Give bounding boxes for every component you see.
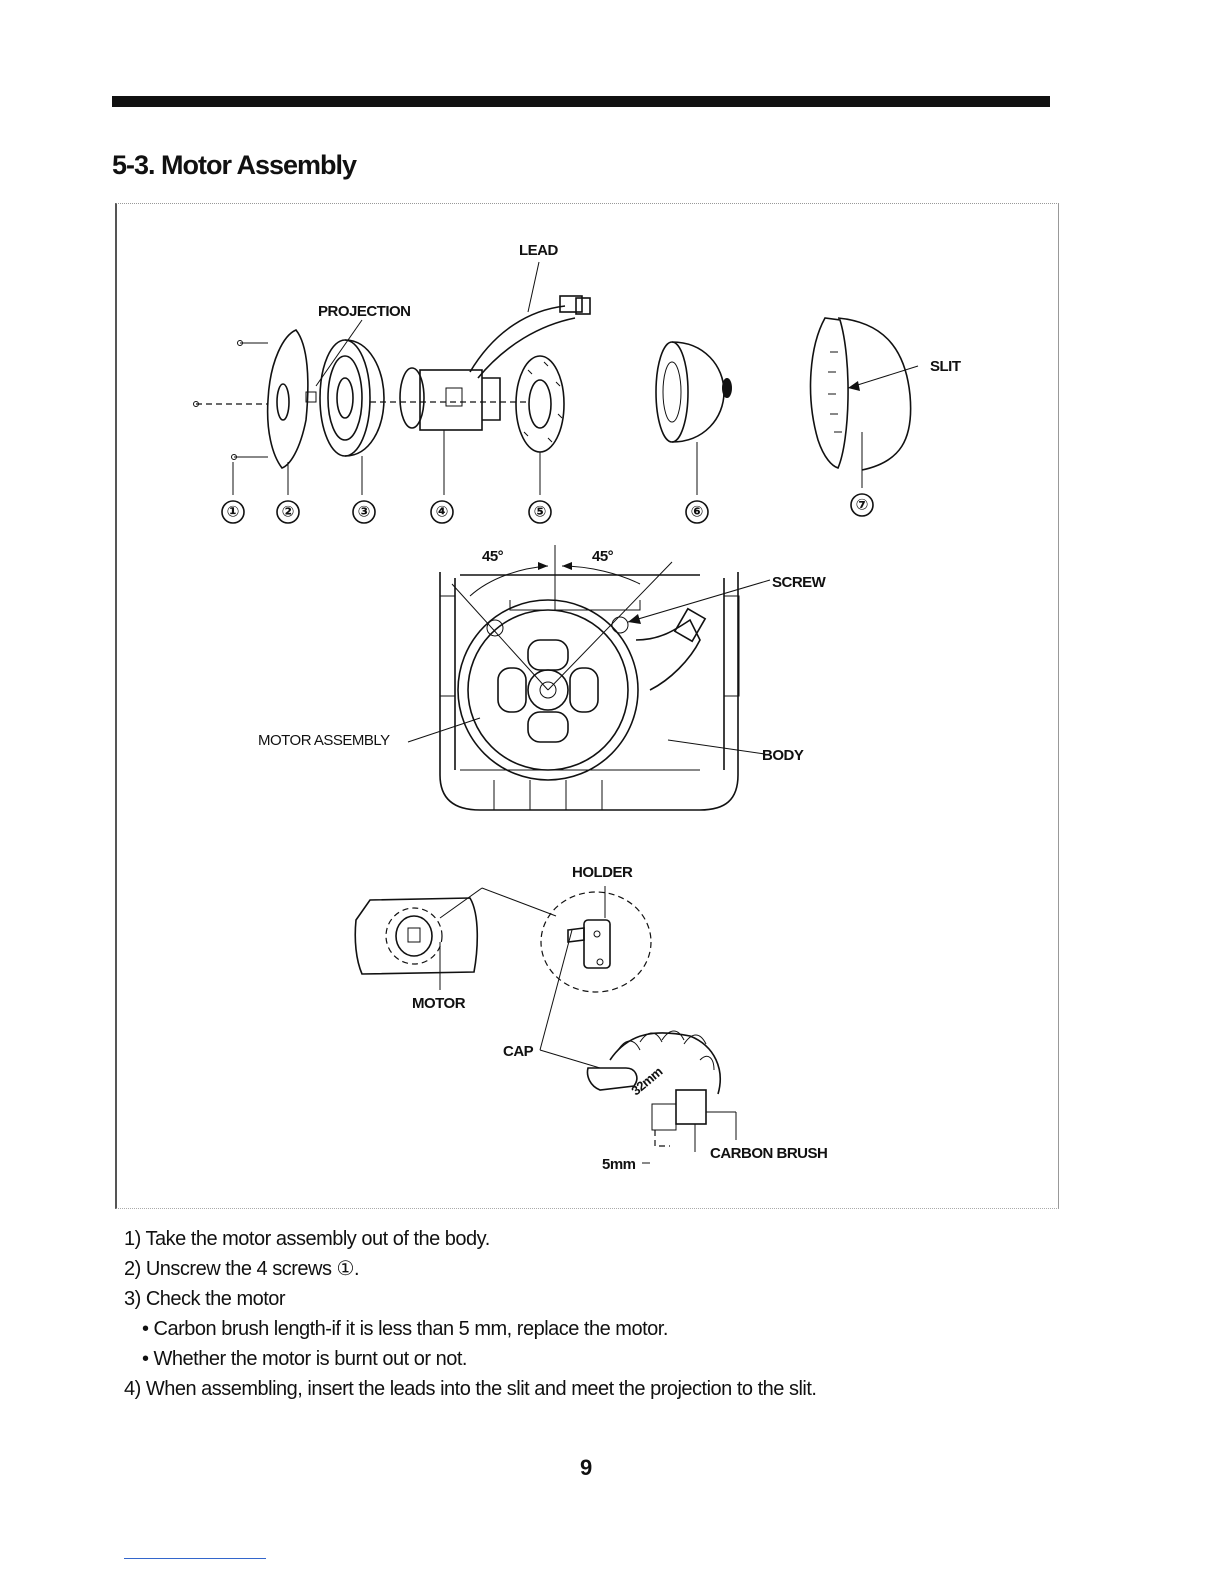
exploded-view	[193, 261, 919, 495]
instruction-step-2: 2) Unscrew the 4 screws ①.	[124, 1258, 360, 1280]
brush-detail-view	[354, 886, 737, 1152]
part-number-4: ④	[436, 504, 449, 521]
screw-parts	[193, 340, 268, 460]
ring-part	[515, 355, 565, 453]
instruction-list: 1) Take the motor assembly out of the bo…	[124, 1224, 817, 1404]
brush-min-label: 5mm	[602, 1156, 636, 1173]
figure-frame	[115, 203, 1059, 1209]
part-number-2: ②	[282, 504, 295, 521]
part-number-callouts: ① ② ③ ④ ⑤ ⑥ ⑦	[221, 493, 874, 524]
holder-label: HOLDER	[572, 864, 633, 881]
part-number-5: ⑤	[534, 504, 547, 521]
instruction-step-3a: • Carbon brush length-if it is less than…	[142, 1318, 668, 1340]
instruction-step-1: 1) Take the motor assembly out of the bo…	[124, 1228, 490, 1250]
part-number-1: ①	[227, 504, 240, 521]
rear-cover-part	[809, 317, 912, 471]
body-label: BODY	[762, 747, 804, 764]
front-cover-part	[266, 329, 317, 469]
lead-label: LEAD	[519, 242, 559, 259]
cup-part	[655, 341, 732, 443]
screw-label: SCREW	[772, 574, 827, 591]
carbon-brush-label: CARBON BRUSH	[710, 1145, 827, 1162]
brush-length-label: 32mm	[628, 1064, 665, 1098]
page-number: 9	[580, 1455, 593, 1480]
slit-label: SLIT	[930, 358, 961, 375]
motor-label: MOTOR	[412, 995, 466, 1012]
instruction-step-4: 4) When assembling, insert the leads int…	[124, 1378, 817, 1400]
angle-right-label: 45°	[592, 548, 614, 565]
motor-assembly-label: MOTOR ASSEMBLY	[258, 732, 390, 749]
instruction-step-3b: • Whether the motor is burnt out or not.	[142, 1348, 467, 1370]
header-rule	[112, 96, 1050, 107]
lead-wires	[469, 295, 591, 379]
section-title: 5-3. Motor Assembly	[112, 150, 357, 180]
cap-label: CAP	[503, 1043, 534, 1060]
instruction-step-3: 3) Check the motor	[124, 1288, 286, 1310]
projection-label: PROJECTION	[318, 303, 411, 320]
installed-motor-view	[407, 545, 771, 811]
fan-plate-part	[319, 339, 385, 457]
motor-part	[370, 367, 530, 431]
part-number-3: ③	[358, 504, 371, 521]
part-number-7: ⑦	[856, 497, 869, 514]
part-number-6: ⑥	[691, 504, 704, 521]
footer-rule	[124, 1558, 266, 1559]
angle-left-label: 45°	[482, 548, 504, 565]
